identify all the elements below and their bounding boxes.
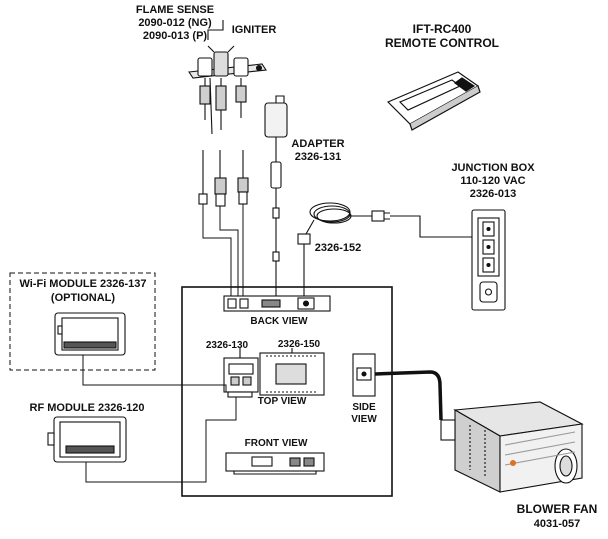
junction-box-part: 2326-013 <box>469 188 517 200</box>
wifi-module-label: Wi-Fi MODULE 2326-137 <box>19 278 147 290</box>
sensor-lead-wires <box>198 150 249 207</box>
back-view-module <box>223 295 331 312</box>
top-view-label: TOP VIEW <box>257 396 307 407</box>
control-enclosure-frame <box>181 286 393 497</box>
lead-to-module-wires <box>202 204 244 298</box>
junction-box <box>471 209 506 311</box>
adapter-part-label: 2326-131 <box>294 151 342 163</box>
module-connection-wires <box>82 355 237 483</box>
junction-box-voltage: 110-120 VAC <box>460 175 526 187</box>
side-view-module <box>352 353 376 397</box>
power-cord-part-label: 2326-152 <box>314 242 362 254</box>
part-2326-150-label: 2326-150 <box>277 339 321 350</box>
back-view-label: BACK VIEW <box>250 316 308 327</box>
flame-sense-part-p: 2090-013 (P) <box>142 30 208 42</box>
blower-fan-part-label: 4031-057 <box>533 518 581 530</box>
wifi-module <box>54 312 126 356</box>
power-cord <box>297 202 472 298</box>
rf-module-label: RF MODULE 2326-120 <box>29 402 145 414</box>
part-2326-130-label: 2326-130 <box>205 340 249 351</box>
flame-sense-igniter-assembly <box>188 20 267 135</box>
side-view-label-line1: SIDE <box>352 402 376 413</box>
wifi-optional-label: (OPTIONAL) <box>50 292 116 304</box>
blower-fan <box>374 370 584 493</box>
ac-adapter <box>264 95 288 298</box>
remote-control <box>386 71 481 131</box>
remote-model-label: IFT-RC400 <box>412 22 472 36</box>
junction-box-label: JUNCTION BOX <box>451 162 535 174</box>
side-view-label-line2: VIEW <box>351 414 377 425</box>
flame-sense-title: FLAME SENSE <box>135 4 215 16</box>
top-view-modules <box>223 348 325 398</box>
front-view-module <box>225 452 325 475</box>
rf-module <box>47 416 127 463</box>
front-view-label: FRONT VIEW <box>244 438 308 449</box>
remote-name-label: REMOTE CONTROL <box>385 36 499 50</box>
adapter-label: ADAPTER <box>291 138 345 150</box>
igniter-label: IGNITER <box>231 24 277 36</box>
flame-sense-part-ng: 2090-012 (NG) <box>138 17 212 29</box>
blower-fan-label: BLOWER FAN <box>516 502 598 516</box>
